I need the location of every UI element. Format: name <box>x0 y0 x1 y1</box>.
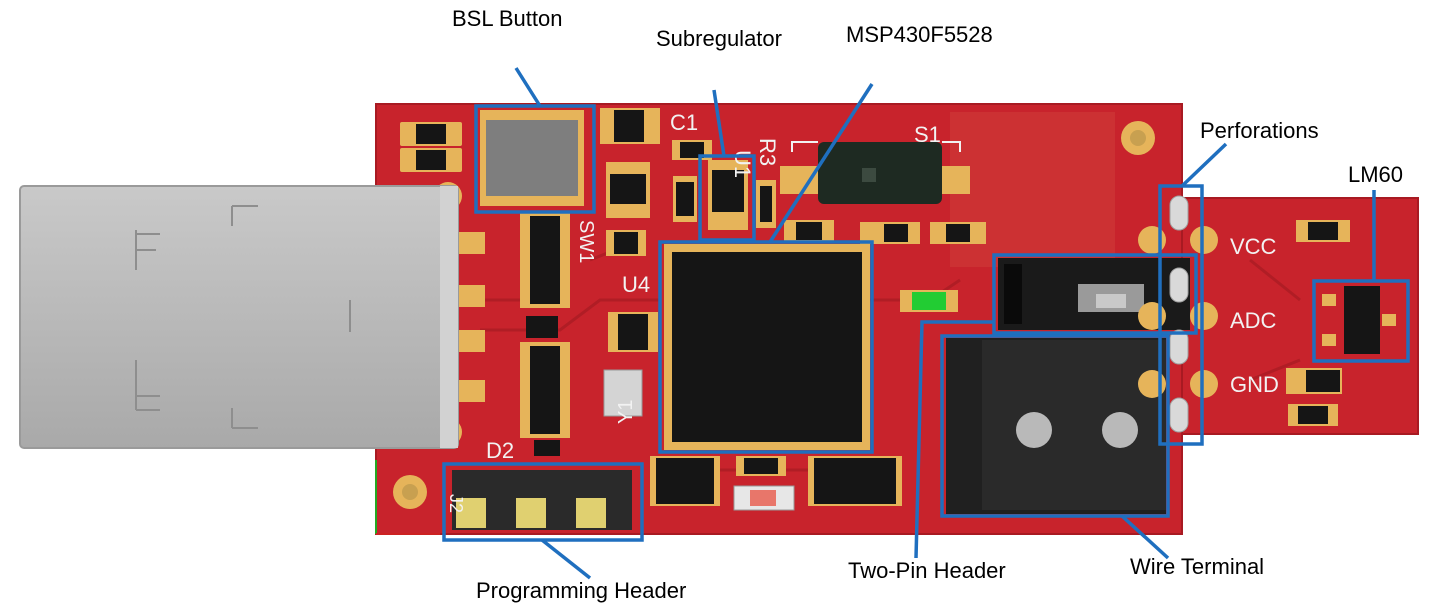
silk-u1: U1 <box>730 150 755 178</box>
box-wire-terminal <box>940 334 1170 518</box>
box-bsl-button <box>474 104 596 214</box>
silk-u4: U4 <box>622 272 650 297</box>
led <box>900 290 958 312</box>
axis-indicator <box>375 460 440 535</box>
crystal-y1 <box>603 369 643 417</box>
bsl-button-part <box>480 110 584 206</box>
label-programming-header: Programming Header <box>476 578 687 603</box>
box-two-pin-header <box>992 253 1198 335</box>
silkscreen-labels: C1 U1 R3 S1 SW1 U4 Y1 D2 J2 VCC ADC GND <box>446 110 1279 513</box>
leader-two-pin-header <box>914 320 994 559</box>
leader-subregulator <box>712 89 726 157</box>
silk-gnd: GND <box>1230 372 1279 397</box>
highlight-boxes <box>442 104 1410 542</box>
silk-y1: Y1 <box>615 400 637 424</box>
label-lm60: LM60 <box>1348 162 1404 187</box>
silk-r3: R3 <box>755 138 780 166</box>
silk-s1: S1 <box>914 122 941 147</box>
passive-components <box>400 108 1350 511</box>
usb-contacts <box>455 232 485 402</box>
label-wire-terminal: Wire Terminal <box>1130 554 1265 579</box>
silk-d2: D2 <box>486 438 514 463</box>
usb-connector <box>19 185 459 449</box>
msp430-chip <box>664 244 870 450</box>
leader-wire-terminal <box>1120 514 1170 560</box>
box-perforations <box>1158 184 1204 446</box>
leader-programming-header <box>540 538 592 580</box>
label-two-pin-header: Two-Pin Header <box>848 558 1006 583</box>
silk-c1: C1 <box>670 110 698 135</box>
box-lm60 <box>1312 279 1410 363</box>
subregulator-part <box>606 160 748 230</box>
leader-lines <box>514 67 1376 580</box>
perforation-slots <box>1169 195 1189 433</box>
silk-sw1: SW1 <box>575 220 597 263</box>
silk-adc: ADC <box>1230 308 1277 333</box>
leader-msp430 <box>768 83 874 243</box>
leader-bsl-button <box>514 67 542 107</box>
programming-header-part <box>452 470 632 530</box>
silk-j2: J2 <box>446 494 466 513</box>
label-subregulator: Subregulator <box>656 26 782 51</box>
silk-vcc: VCC <box>1230 234 1277 259</box>
box-msp430 <box>658 240 874 454</box>
wire-terminal-part <box>946 338 1166 514</box>
lm60-part <box>1322 286 1396 354</box>
traces <box>480 238 1301 472</box>
label-perforations: Perforations <box>1200 118 1319 143</box>
label-msp430: MSP430F5528 <box>846 22 993 47</box>
box-subregulator <box>698 154 756 242</box>
label-bsl-button: BSL Button <box>452 6 563 31</box>
leader-perforations <box>1180 142 1228 188</box>
two-pin-header-part <box>998 258 1190 330</box>
